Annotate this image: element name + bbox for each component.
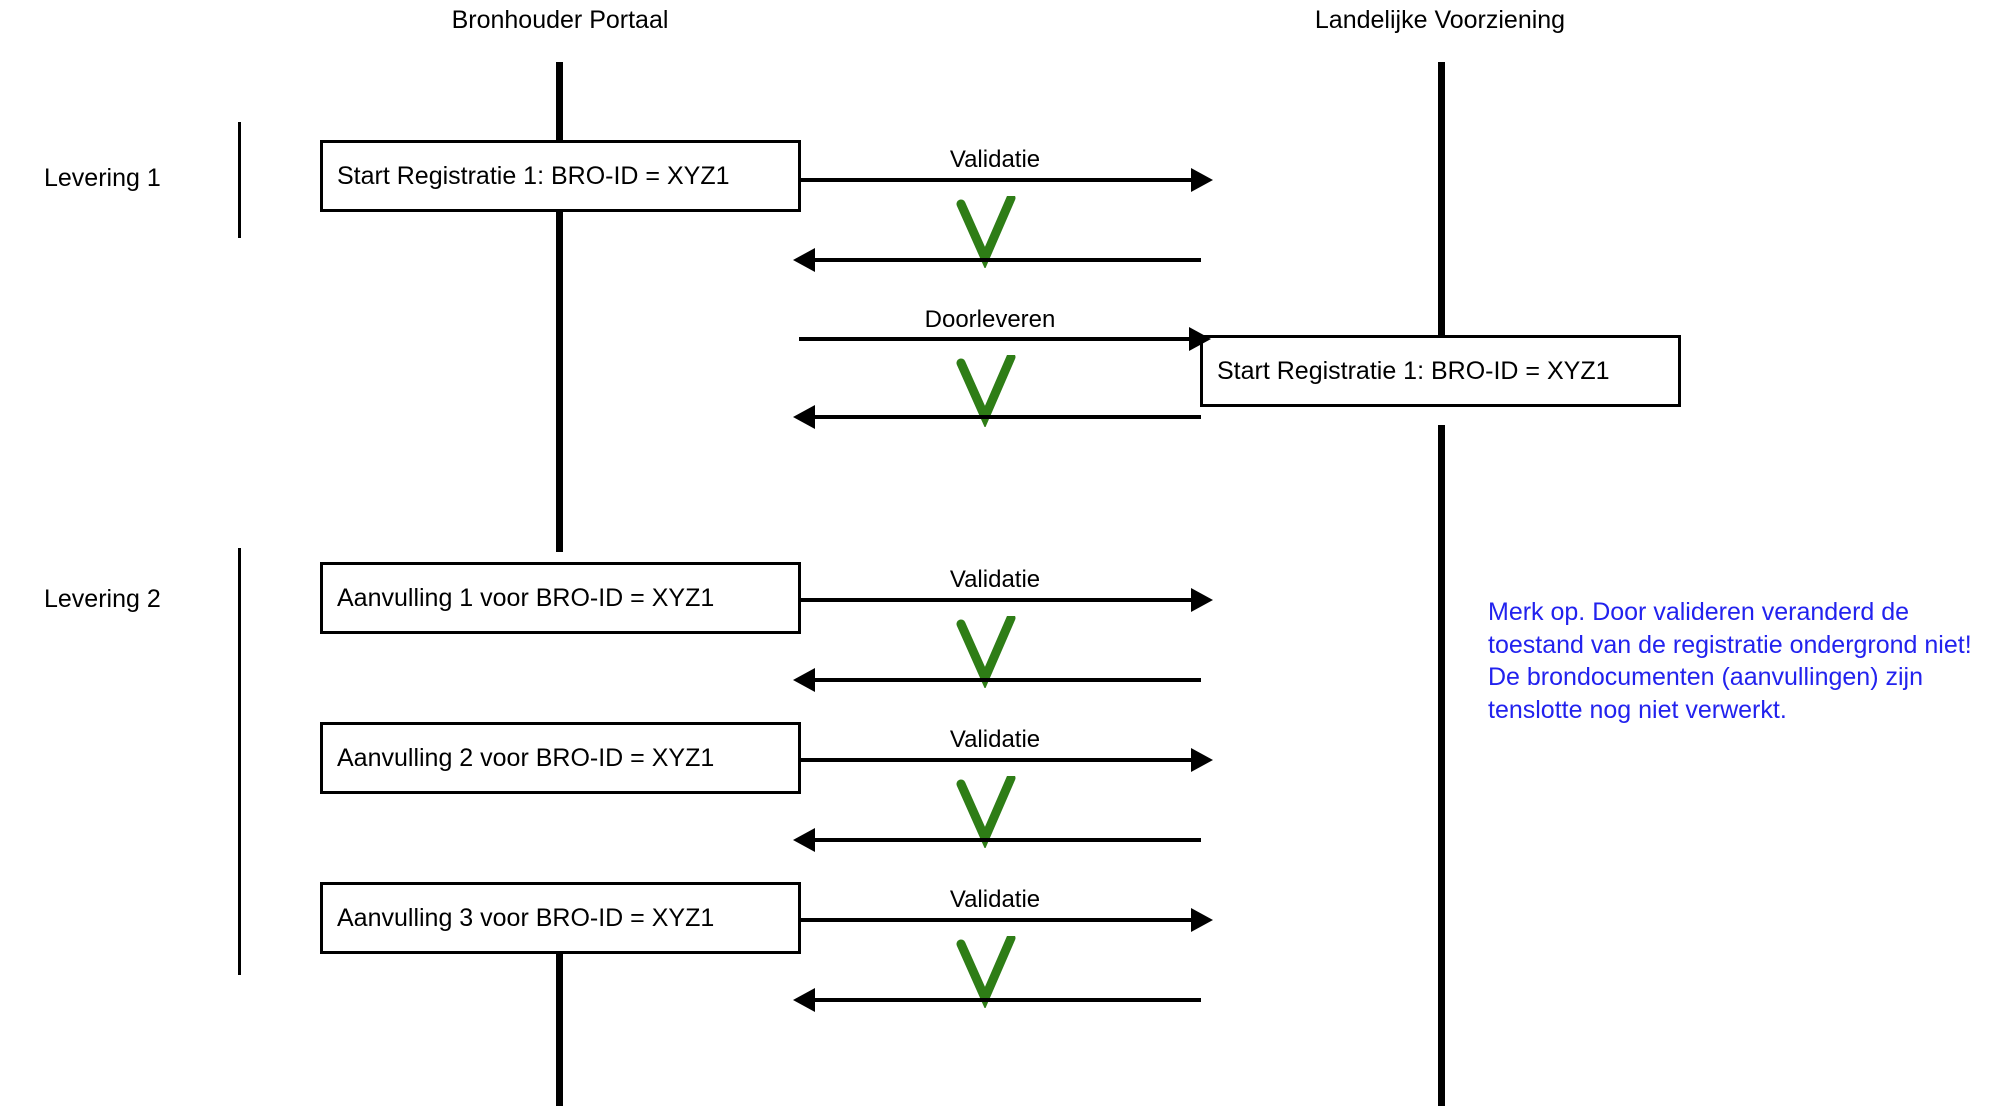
- msg-response-3-arrowhead: [793, 668, 815, 692]
- box-aanvulling-3[interactable]: Aanvulling 3 voor BRO-ID = XYZ1: [320, 882, 801, 954]
- msg-response-4-line: [815, 838, 1201, 842]
- phase-bracket-levering-1: [238, 122, 241, 238]
- box-start-registratie-right-label: Start Registratie 1: BRO-ID = XYZ1: [1217, 356, 1610, 385]
- box-start-registratie-left[interactable]: Start Registratie 1: BRO-ID = XYZ1: [320, 140, 801, 212]
- lifeline-bar-bronhouder-portaal-seg4: [556, 952, 563, 1106]
- msg-doorleveren-line: [799, 337, 1189, 341]
- msg-response-2-line: [815, 415, 1201, 419]
- lifeline-bar-landelijke-voorziening-seg2: [1438, 425, 1445, 1106]
- annotation-note: Merk op. Door valideren veranderd de toe…: [1488, 598, 1972, 724]
- msg-validatie-1-line: [801, 178, 1191, 182]
- msg-validatie-2-arrowhead: [1191, 588, 1213, 612]
- msg-validatie-3-label: Validatie: [949, 726, 1041, 753]
- msg-response-3-line: [815, 678, 1201, 682]
- msg-doorleveren-arrowhead: [1189, 327, 1211, 351]
- box-start-registratie-right[interactable]: Start Registratie 1: BRO-ID = XYZ1: [1200, 335, 1681, 407]
- msg-validatie-4-arrowhead: [1191, 908, 1213, 932]
- lifeline-bar-bronhouder-portaal-seg1: [556, 62, 563, 140]
- box-aanvulling-2[interactable]: Aanvulling 2 voor BRO-ID = XYZ1: [320, 722, 801, 794]
- phase-bracket-levering-2: [238, 548, 241, 975]
- msg-validatie-4-line: [801, 918, 1191, 922]
- lifeline-label-bronhouder-portaal: Bronhouder Portaal: [451, 6, 669, 34]
- msg-response-4-arrowhead: [793, 828, 815, 852]
- phase-label-levering-2: Levering 2: [44, 585, 161, 613]
- box-start-registratie-left-label: Start Registratie 1: BRO-ID = XYZ1: [337, 161, 730, 190]
- phase-label-levering-1: Levering 1: [44, 164, 161, 192]
- lifeline-bar-landelijke-voorziening-seg1: [1438, 62, 1445, 335]
- msg-validatie-3-arrowhead: [1191, 748, 1213, 772]
- lifeline-label-landelijke-voorziening: Landelijke Voorziening: [1314, 6, 1566, 34]
- box-aanvulling-1[interactable]: Aanvulling 1 voor BRO-ID = XYZ1: [320, 562, 801, 634]
- msg-response-5-line: [815, 998, 1201, 1002]
- msg-validatie-1-arrowhead: [1191, 168, 1213, 192]
- msg-doorleveren-label: Doorleveren: [924, 306, 1056, 333]
- box-aanvulling-2-label: Aanvulling 2 voor BRO-ID = XYZ1: [337, 743, 715, 772]
- lifeline-bar-bronhouder-portaal-seg2: [556, 212, 563, 552]
- msg-validatie-3-line: [801, 758, 1191, 762]
- msg-validatie-2-label: Validatie: [949, 566, 1041, 593]
- msg-response-5-arrowhead: [793, 988, 815, 1012]
- msg-response-1-arrowhead: [793, 248, 815, 272]
- box-aanvulling-3-label: Aanvulling 3 voor BRO-ID = XYZ1: [337, 903, 715, 932]
- msg-validatie-2-line: [801, 598, 1191, 602]
- check-mark-2: [955, 352, 1017, 432]
- box-aanvulling-1-label: Aanvulling 1 voor BRO-ID = XYZ1: [337, 583, 715, 612]
- msg-validatie-1-label: Validatie: [949, 146, 1041, 173]
- msg-validatie-4-label: Validatie: [949, 886, 1041, 913]
- msg-response-2-arrowhead: [793, 405, 815, 429]
- msg-response-1-line: [815, 258, 1201, 262]
